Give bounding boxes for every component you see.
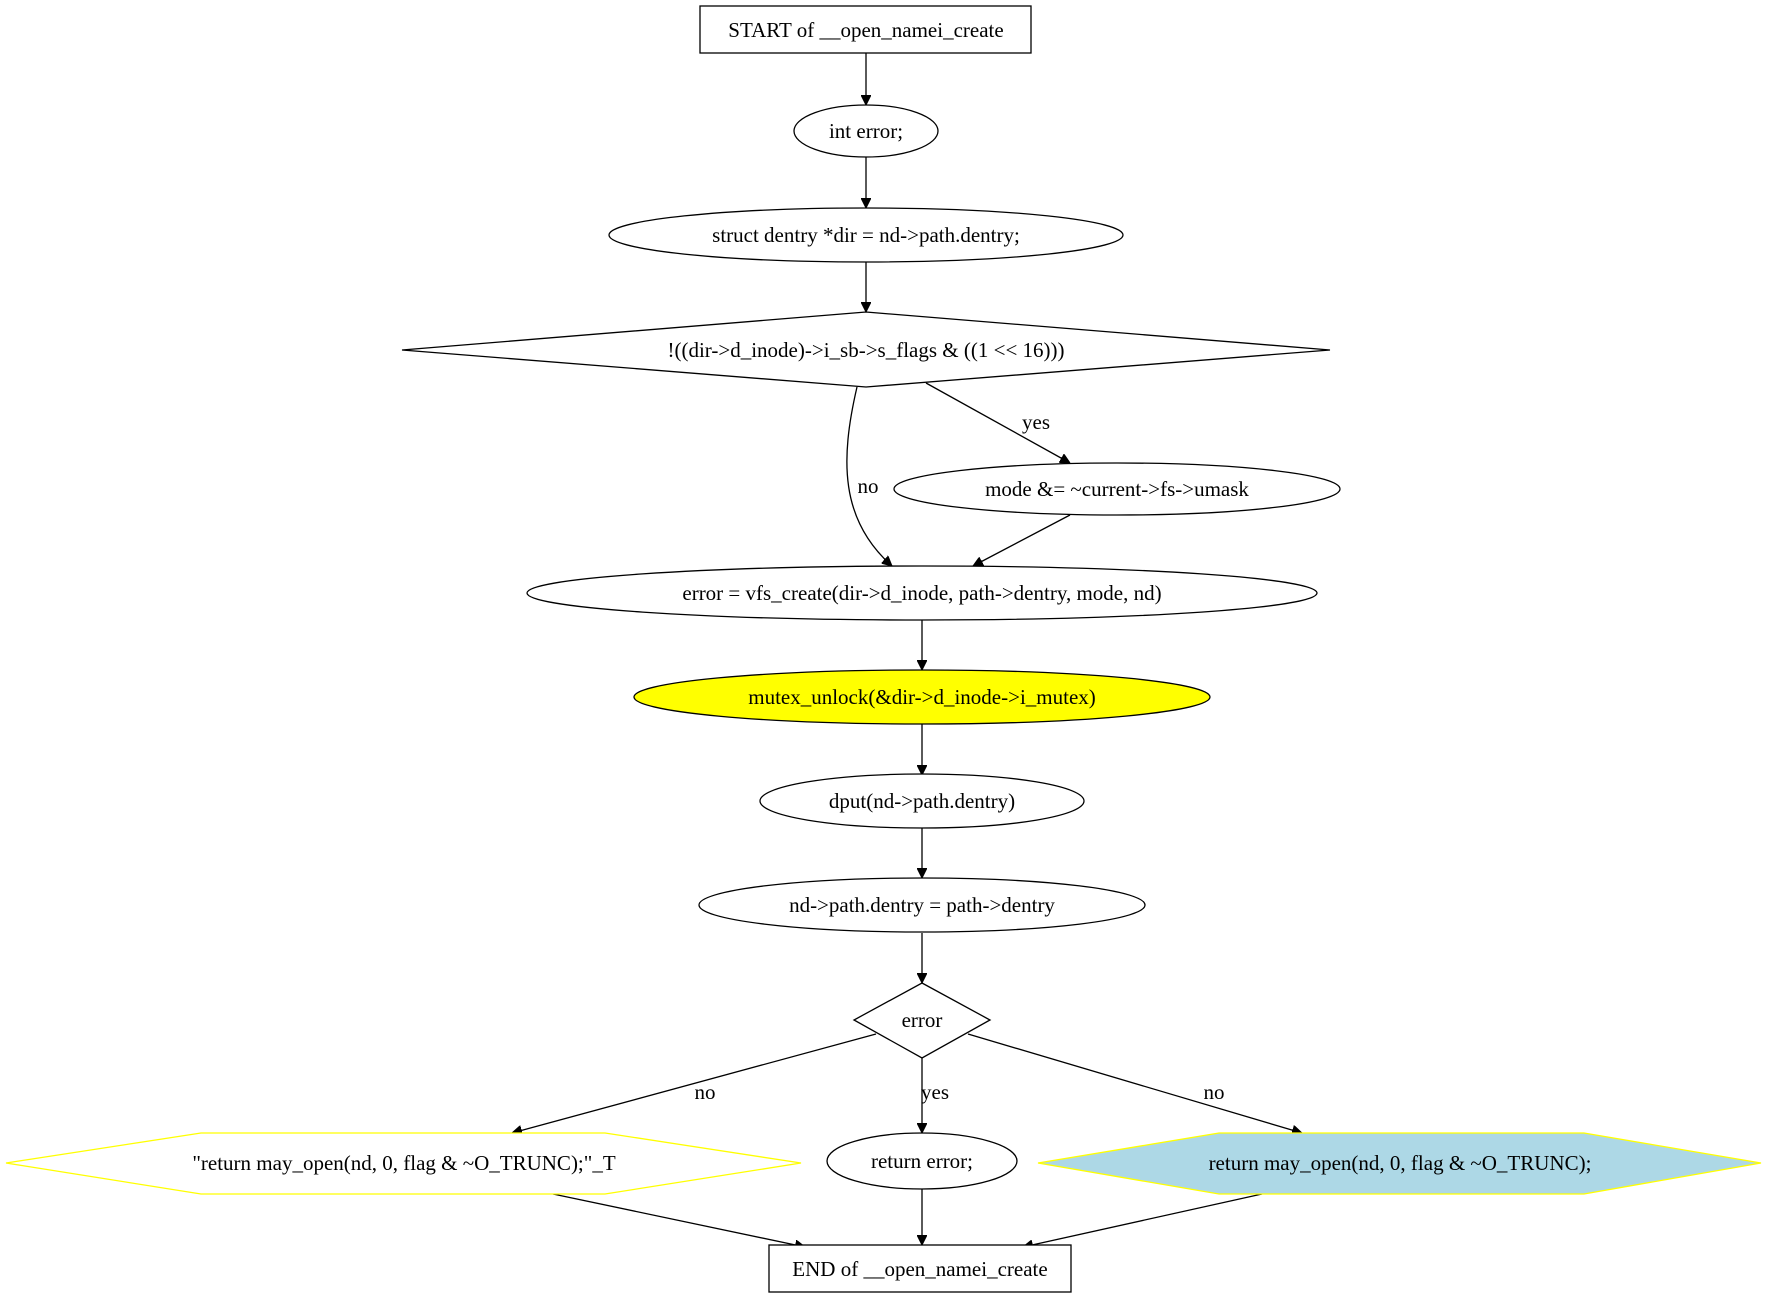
mutex-unlock-highlight [633, 669, 1211, 725]
edge-label-error-yes: yes [921, 1080, 949, 1104]
node-end: END of __open_namei_create [768, 1244, 1072, 1293]
node-dput-label: dput(nd->path.dentry) [829, 789, 1015, 813]
edge-flags-no-to-vfs-create [846, 386, 892, 566]
node-int-error: int error; [793, 104, 939, 158]
edge-label-flags-yes: yes [1022, 410, 1050, 434]
node-assign-dentry-label: nd->path.dentry = path->dentry [789, 893, 1055, 917]
node-return-error: return error; [826, 1132, 1018, 1190]
edge-labels: yes no no yes no [695, 410, 1225, 1104]
node-return-may-open: return may_open(nd, 0, flag & ~O_TRUNC); [1037, 1132, 1762, 1195]
edge-label-error-no-right: no [1204, 1080, 1225, 1104]
edge-error-no-to-may-open [967, 1033, 1302, 1133]
node-end-label: END of __open_namei_create [792, 1257, 1047, 1281]
node-return-may-open-t: "return may_open(nd, 0, flag & ~O_TRUNC)… [5, 1132, 802, 1195]
node-vfs-create: error = vfs_create(dir->d_inode, path->d… [526, 565, 1318, 621]
node-umask: mode &= ~current->fs->umask [893, 462, 1341, 516]
node-flags-check-label: !((dir->d_inode)->i_sb->s_flags & ((1 <<… [667, 338, 1064, 362]
edge-may-open-to-end [1023, 1193, 1263, 1247]
node-error-check-label: error [902, 1008, 943, 1032]
node-start-label: START of __open_namei_create [728, 18, 1003, 42]
node-int-error-label: int error; [829, 119, 903, 143]
edge-umask-to-vfs-create [973, 514, 1071, 567]
node-assign-dentry: nd->path.dentry = path->dentry [698, 877, 1146, 933]
node-mutex-unlock: mutex_unlock(&dir->d_inode->i_mutex) [633, 669, 1211, 725]
node-return-error-label: return error; [871, 1149, 973, 1173]
node-dput: dput(nd->path.dentry) [759, 773, 1085, 829]
node-return-may-open-label: return may_open(nd, 0, flag & ~O_TRUNC); [1209, 1151, 1592, 1175]
node-vfs-create-label: error = vfs_create(dir->d_inode, path->d… [682, 581, 1161, 605]
node-dir-decl-label: struct dentry *dir = nd->path.dentry; [712, 223, 1020, 247]
edges [512, 53, 1302, 1247]
edge-label-error-no-left: no [695, 1080, 716, 1104]
edge-may-open-t-to-end [552, 1193, 805, 1247]
node-flags-check: !((dir->d_inode)->i_sb->s_flags & ((1 <<… [401, 311, 1331, 388]
edge-error-no-to-may-open-t [512, 1033, 877, 1133]
edge-label-flags-no: no [858, 474, 879, 498]
may-open-hexagon [1037, 1132, 1762, 1195]
node-return-may-open-t-label: "return may_open(nd, 0, flag & ~O_TRUNC)… [192, 1151, 616, 1175]
edge-flags-yes-to-umask [925, 382, 1070, 464]
may-open-t-hexagon [5, 1132, 802, 1195]
node-dir-decl: struct dentry *dir = nd->path.dentry; [608, 207, 1124, 263]
node-mutex-unlock-label: mutex_unlock(&dir->d_inode->i_mutex) [748, 685, 1096, 709]
node-start: START of __open_namei_create [699, 5, 1032, 54]
node-umask-label: mode &= ~current->fs->umask [985, 477, 1249, 501]
node-error-check: error [852, 982, 992, 1059]
